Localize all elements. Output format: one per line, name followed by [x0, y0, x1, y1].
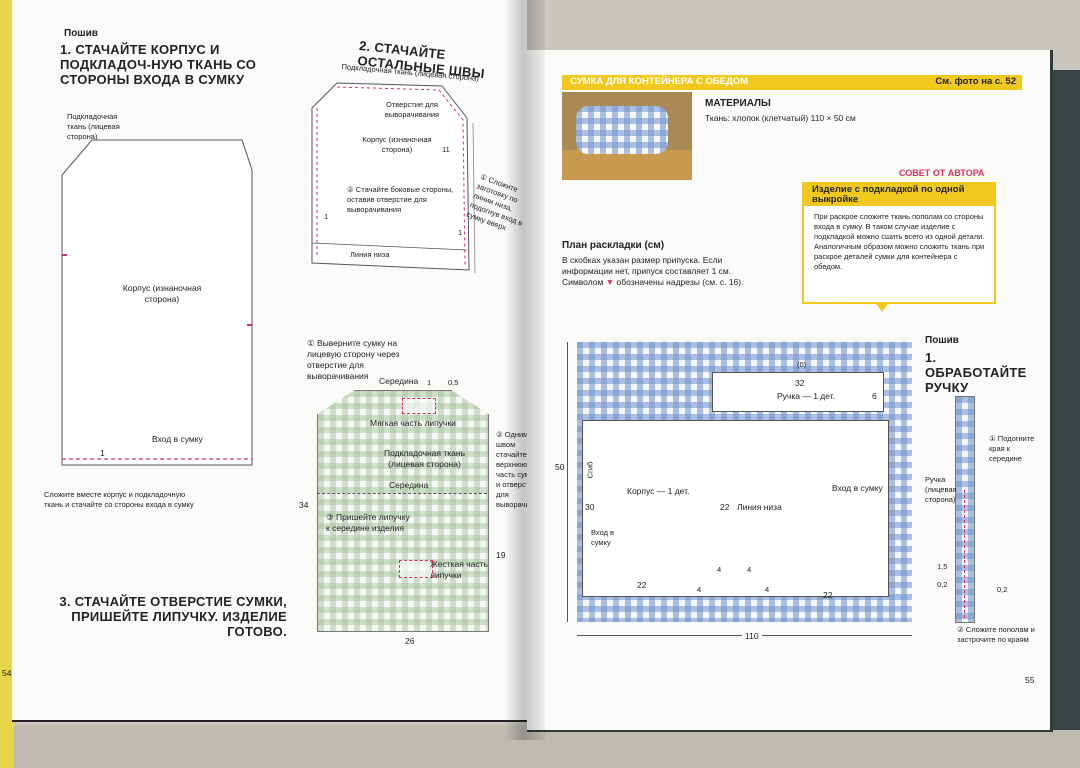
fig2-body-label: Корпус (изнаночная сторона) [362, 135, 432, 154]
handle-strip [955, 396, 975, 623]
fig3-note1: ① Выверните сумку на лицевую сторону чер… [307, 338, 400, 381]
entry-label: Вход в сумку [591, 528, 615, 547]
fig3-dim-19: 19 [496, 550, 506, 560]
fig1-diagram [61, 139, 253, 466]
fig1-num: 1 [100, 448, 105, 458]
book-spine-shadow [505, 0, 545, 740]
dim-4d: 4 [765, 585, 770, 594]
sew-step1-title: 1. ОБРАБОТАЙТЕ РУЧКУ [925, 350, 1027, 395]
handle-length: 32 [795, 378, 805, 388]
step3-title: 3. СТАЧАЙТЕ ОТВЕРСТИЕ СУМКИ, ПРИШЕЙТЕ ЛИ… [59, 594, 287, 639]
advice-title: Изделие с подкладкой по одной выкройке [812, 184, 965, 205]
fig3-middle: Середина [389, 480, 429, 490]
advice-box: Изделие с подкладкой по одной выкройке П… [802, 182, 996, 304]
handle-label: Ручка — 1 дет. [777, 391, 836, 401]
left-page: Пошив 1. СТАЧАЙТЕ КОРПУС И ПОДКЛАДОЧ-НУЮ… [2, 0, 550, 722]
dim-4b: 4 [717, 565, 722, 574]
dim-30: 30 [585, 502, 595, 512]
fig1-entry-label: Вход в сумку [152, 434, 203, 444]
arrow-down-icon [875, 302, 889, 312]
handle-dim-02a: 0,2 [937, 580, 948, 589]
advice-label: СОВЕТ ОТ АВТОРА [899, 168, 985, 178]
hard-velcro-patch [399, 560, 433, 578]
page-number-left: 54 [2, 668, 12, 678]
fig2-bottom-label: Линия низа [350, 250, 390, 259]
fig3-note2: ② Одним швом стачайте верхнюю часть сумк… [496, 430, 550, 509]
body-piece [582, 420, 889, 597]
soft-velcro-patch [402, 398, 436, 414]
fold-label: Сгиб [585, 461, 595, 479]
advice-text: При раскрое сложите ткань пополам со сто… [814, 212, 985, 271]
fig1-lining-label: Подкладочная ткань (лицевая сторона) [67, 112, 120, 141]
body-label: Корпус — 1 дет. [627, 486, 690, 496]
layout-text-2: Символом ▼ обозначены надрезы (см. с. 16… [562, 277, 792, 288]
handle-note1: ① Подогните края к середине [989, 434, 1035, 463]
fig3-note3: ③ Пришейте липучку к середине изделия [326, 512, 410, 533]
fig2-num-1b: 1 [458, 228, 463, 237]
handle-piece [712, 372, 884, 412]
fig1-body-label: Корпус (изнаночная сторона) [122, 283, 202, 304]
page-number-right: 55 [1025, 675, 1035, 685]
dim-22-r: 22 [823, 590, 833, 600]
fig3-lining-label: Подкладочная ткань (лицевая сторона) [383, 448, 466, 469]
fig3-num-05: 0,5 [448, 378, 459, 387]
banner-title: СУМКА ДЛЯ КОНТЕЙНЕРА С ОБЕДОМ [570, 76, 749, 87]
fig3-soft-velcro: Мягкая часть липучки [370, 418, 456, 428]
layout-text-2-pre: Символом [562, 277, 604, 287]
handle-stitch [964, 490, 965, 618]
fig3-dim-34: 34 [299, 500, 309, 510]
fig1-caption: Сложите вместе корпус и подкладочную тка… [44, 490, 194, 509]
fig1-body-shape [61, 139, 253, 466]
section-label: Пошив [64, 28, 98, 39]
handle-dim-15: 1,5 [937, 562, 948, 571]
notch-icon: ▼ [605, 277, 615, 287]
fig3-diagram [317, 390, 489, 632]
fig2-diagram [311, 82, 476, 274]
product-photo [562, 92, 692, 180]
sewing-label: Пошив [925, 335, 959, 346]
step1-title: 1. СТАЧАЙТЕ КОРПУС И ПОДКЛАДОЧ-НУЮ ТКАНЬ… [60, 42, 257, 87]
fig2-num-11: 11 [442, 145, 450, 154]
book-edge [0, 0, 14, 768]
fig3-num-1: 1 [427, 378, 432, 387]
fig3-dim-26: 26 [405, 636, 415, 646]
fig2-num-1a: 1 [324, 212, 329, 221]
handle-width: 6 [872, 391, 877, 401]
handle-note2: ② Сложите пополам и застрочите по краям [957, 625, 1035, 644]
dim-50: 50 [555, 462, 565, 472]
bottom-line-label: Линия низа [737, 502, 782, 512]
fig3-middle-top: Середина [379, 376, 419, 386]
title-banner: СУМКА ДЛЯ КОНТЕЙНЕРА С ОБЕДОМ См. фото н… [562, 75, 1022, 90]
dim-110: 110 [742, 631, 762, 642]
handle-fig-label: Ручка (лицевая сторона) [925, 475, 957, 504]
dim-4a: 4 [697, 585, 702, 594]
materials-text: Ткань: хлопок (клетчатый) 110 × 50 см [705, 113, 856, 123]
dim-22-v: 22 [720, 502, 730, 512]
handle-allowance: (0) [797, 360, 807, 369]
layout-text-1: В скобках указан размер припуска. Если и… [562, 255, 732, 276]
dim-line-50 [567, 342, 568, 622]
materials-title: МАТЕРИАЛЫ [705, 98, 771, 109]
right-page: СУМКА ДЛЯ КОНТЕЙНЕРА С ОБЕДОМ См. фото н… [527, 50, 1053, 732]
layout-text-2-post: обозначены надрезы (см. с. 16). [616, 277, 744, 287]
dim-4c: 4 [747, 565, 752, 574]
handle-dim-02b: 0,2 [997, 585, 1008, 594]
table-surface [0, 725, 1080, 768]
entry-right-label: Вход в сумку [832, 483, 883, 493]
banner-ref: См. фото на с. 52 [935, 76, 1016, 87]
fig2-note2: ② Стачайте боковые стороны, оставив отве… [347, 185, 454, 214]
fig3-hard-velcro: Жесткая часть липучки [430, 559, 488, 580]
dim-22-l: 22 [637, 580, 647, 590]
layout-title: План раскладки (см) [562, 240, 665, 251]
fig2-opening-label: Отверстие для выворачивания [384, 100, 440, 119]
